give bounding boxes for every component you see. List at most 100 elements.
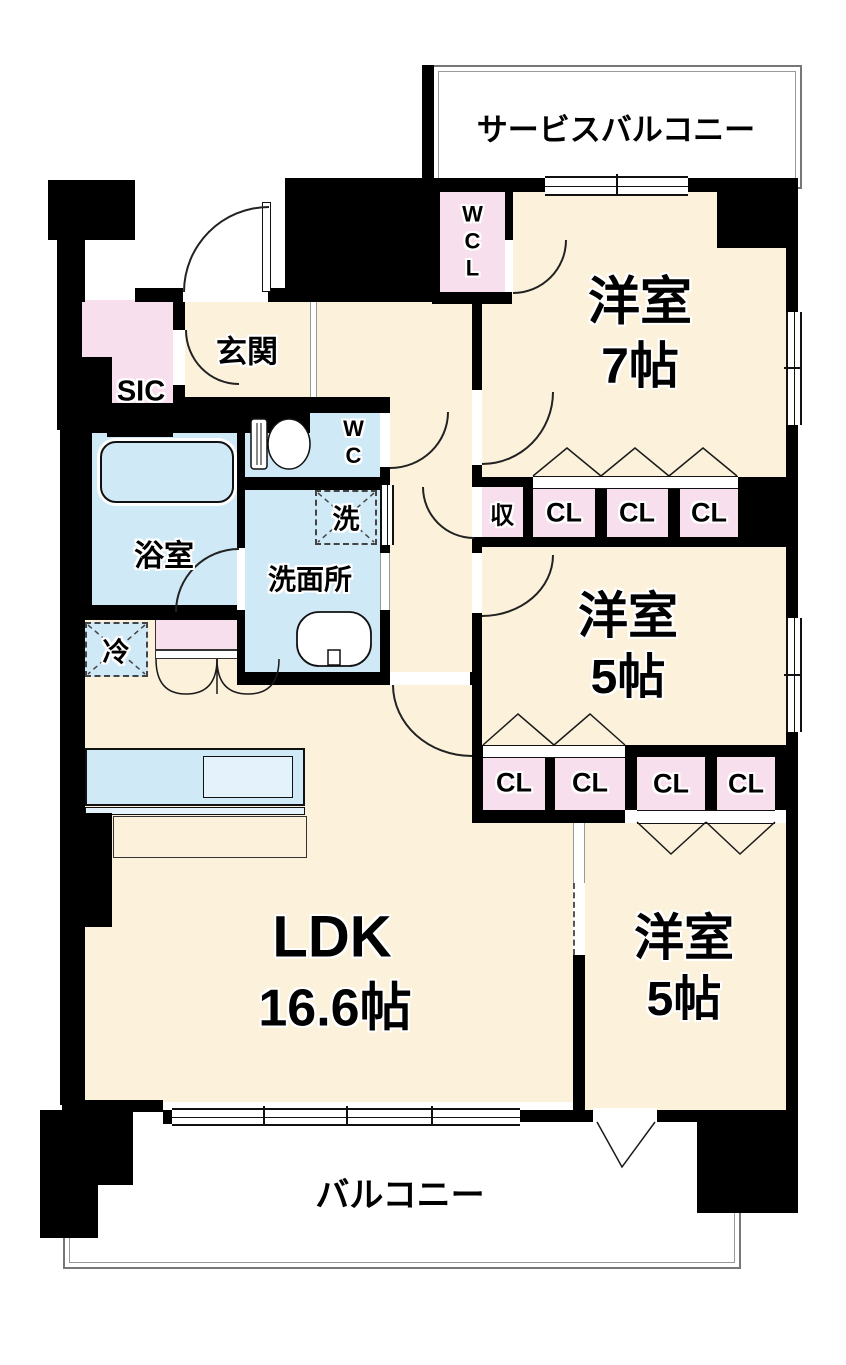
window-mullion [784, 367, 800, 369]
wall [472, 537, 798, 547]
closet1-floor [533, 487, 595, 537]
room-west7-name: 洋室 [587, 273, 693, 332]
wall [786, 248, 798, 312]
window-mullion [784, 674, 800, 676]
wall [163, 1110, 172, 1124]
entrance-step-line [310, 302, 317, 397]
wall [775, 757, 798, 810]
kitchen-counter-edge [85, 807, 305, 815]
wall [523, 485, 533, 537]
washer-label: 洗 [332, 504, 360, 535]
wall [595, 485, 607, 537]
hall-upper-floor [316, 302, 472, 403]
wcl-floor [440, 188, 505, 296]
closet2-floor [607, 487, 668, 537]
room-west7-door-opening [472, 390, 482, 465]
wall [40, 1185, 98, 1238]
balcony-door-opening [593, 1108, 657, 1122]
wall [545, 756, 555, 810]
closet3-floor [680, 487, 738, 537]
closet-track [483, 745, 625, 758]
wall [472, 745, 483, 823]
wall [472, 465, 482, 487]
closet-label: CL [546, 497, 582, 528]
wall [380, 545, 390, 553]
bath-door-opening [237, 548, 245, 610]
wall [786, 547, 798, 618]
wall [470, 672, 482, 685]
toilet-label: WC [341, 416, 366, 470]
wall [268, 288, 290, 302]
wall [62, 1100, 163, 1112]
kitchen-table [113, 816, 307, 858]
wcl-label: WCL [460, 201, 485, 283]
wall [173, 397, 310, 433]
wall [107, 420, 173, 437]
window-mullion [263, 1106, 265, 1124]
wall [60, 420, 92, 612]
closet-label: CL [653, 768, 689, 799]
bathtub [100, 441, 234, 503]
wall [472, 477, 533, 487]
wall [380, 610, 390, 685]
wall [173, 302, 185, 330]
wall [717, 178, 798, 248]
wall [520, 1110, 573, 1122]
storage-floor [482, 487, 523, 537]
room-west5-btm-sliding-door [573, 883, 585, 955]
hall-ldk-door-opening [390, 672, 470, 685]
sic-floor [82, 300, 173, 357]
wall [57, 240, 85, 302]
bathroom-label: 浴室 [134, 540, 194, 573]
room-west5-btm-name: 洋室 [634, 910, 734, 966]
fridge-label: 冷 [102, 637, 130, 668]
wall [625, 745, 798, 757]
closet4-floor [483, 756, 545, 810]
wall [625, 757, 637, 810]
wall [573, 955, 585, 1110]
wall [422, 65, 434, 180]
room-west5-mid-door-opening [472, 553, 482, 613]
wall [472, 810, 625, 823]
wall [237, 672, 390, 685]
wall [786, 732, 798, 1122]
wall [786, 425, 798, 547]
room-west5-mid-size: 5帖 [590, 651, 666, 704]
wall [245, 477, 380, 490]
wall [705, 757, 717, 810]
wall [57, 302, 82, 357]
wall [505, 180, 513, 240]
storage-label: 収 [490, 502, 514, 530]
wall [432, 178, 545, 192]
wcl-door-opening [505, 240, 513, 292]
window-mullion [431, 1106, 433, 1124]
window-mullion [346, 1106, 348, 1124]
wall [668, 485, 680, 537]
wall [738, 477, 786, 547]
closet-label: CL [572, 767, 608, 798]
toilet-door-opening [380, 413, 390, 467]
ldk-size: 16.6帖 [258, 979, 412, 1038]
entrance-label: 玄関 [216, 334, 278, 370]
closet6-floor [637, 757, 705, 810]
wall [40, 1110, 133, 1185]
closet7-floor [717, 757, 775, 810]
wall [688, 178, 717, 192]
wall [697, 1118, 798, 1213]
wall [60, 605, 85, 1105]
window-mullion [616, 174, 618, 194]
ldk-name: LDK [272, 904, 392, 970]
wall [135, 288, 183, 302]
closet-label: CL [728, 768, 764, 799]
wall [573, 1110, 593, 1122]
service-balcony-label: サービスバルコニー [476, 112, 756, 148]
closet-track [637, 810, 775, 824]
room-west5-mid-name: 洋室 [578, 588, 678, 644]
balcony-label: バルコニー [315, 1176, 485, 1215]
sic-label: SIC [116, 375, 166, 408]
washroom-door-opening [380, 553, 390, 610]
wall [285, 178, 440, 302]
sic-door-opening [173, 330, 185, 385]
wall [472, 296, 482, 390]
wall [237, 403, 245, 673]
